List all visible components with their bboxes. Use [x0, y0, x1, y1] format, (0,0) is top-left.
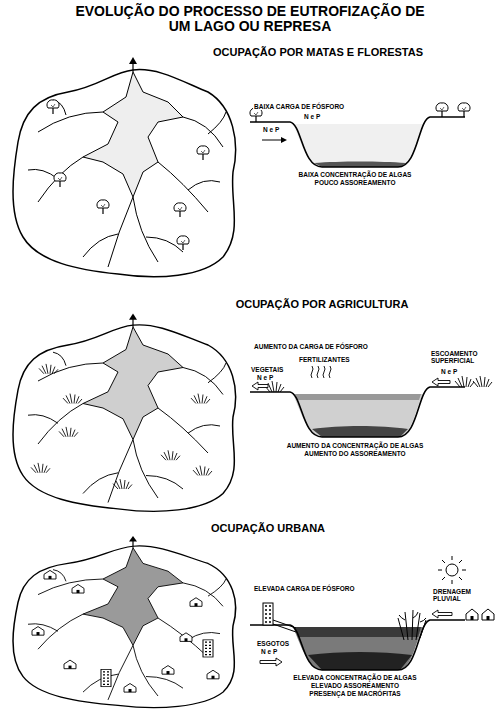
annotation-label: AUMENTO DO ASSOREAMENTO	[303, 450, 406, 457]
annotation-label: VEGETAIS	[250, 366, 284, 373]
annotation-label: AUMENTO DA CARGA DE FÓSFORO	[253, 343, 369, 350]
annotation-label: AUMENTO DA CONCENTRAÇÃO DE ALGAS	[286, 442, 425, 449]
diagram-title: EVOLUÇÃO DO PROCESSO DE EUTROFIZAÇÃO DE …	[69, 4, 431, 34]
annotation-label: N e P	[262, 126, 280, 133]
annotation-label: N e P	[260, 648, 278, 655]
annotation-label: N e P	[303, 113, 321, 120]
annotation-label: DRENAGEM PLUVIAL	[432, 588, 474, 603]
annotation-label: N e P	[440, 368, 458, 375]
annotation-label: ELEVADA CARGA DE FÓSFORO	[253, 585, 356, 592]
panel-heading: OCUPAÇÃO URBANA	[210, 522, 326, 535]
annotation-label: N e P	[256, 374, 274, 381]
annotation-label: ESCOAMENTO SUPERFICIAL	[430, 350, 482, 365]
annotation-label: BAIXA CARGA DE FÓSFORO	[253, 103, 345, 110]
annotation-label: FERTILIZANTES	[298, 356, 351, 363]
panel-heading: OCUPAÇÃO POR MATAS E FLORESTAS	[212, 46, 424, 59]
annotation-label: ELEVADO ASSOREAMENTO	[310, 682, 400, 689]
panel-heading: OCUPAÇÃO POR AGRICULTURA	[235, 298, 410, 311]
annotation-label: PRESENÇA DE MACRÓFITAS	[308, 690, 401, 697]
annotation-label: BAIXA CONCENTRAÇÃO DE ALGAS	[298, 171, 413, 178]
annotation-label: POUCO ASSOREAMENTO	[314, 179, 397, 186]
annotation-label: ELEVADA CONCENTRAÇÃO DE ALGAS	[292, 674, 417, 681]
annotation-label: ESGOTOS	[256, 640, 290, 647]
